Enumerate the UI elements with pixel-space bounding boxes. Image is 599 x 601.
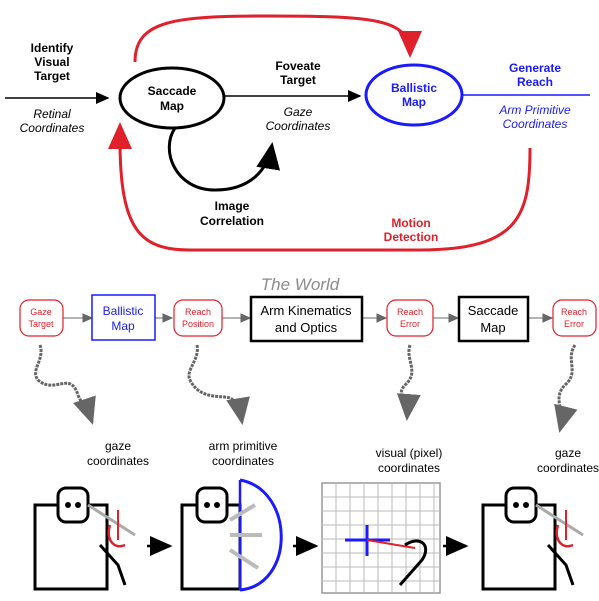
identify-target-line-1: Identify [31,41,74,55]
reach-error-2-label-2: Error [564,319,584,329]
top-flow-diagram [5,14,590,252]
saccade-map-node [118,66,226,130]
saccade-map-box-label-1: Saccade [468,303,519,318]
visual-pixel-coordinates-line-1: visual (pixel) [376,446,443,460]
ballistic-map-box [91,294,156,341]
gaze-target-label-2: Target [28,319,54,329]
gaze-target-label-1: Gaze [30,307,52,317]
image-correlation-line-1: Image [215,199,250,213]
bottom-labels: The World Gaze Target Ballistic Map Reac… [28,275,599,475]
gaze-coordinates-line-2: Coordinates [266,119,331,133]
robot-panel-3-pixel-grid [321,482,441,594]
reach-error-2-label-1: Reach [561,307,587,317]
squiggle-arrow-2 [187,344,250,425]
reach-position-label-1: Reach [185,307,211,317]
retinal-coordinates-line-2: Coordinates [20,121,85,135]
gaze-coordinates-1-line-2: coordinates [87,454,149,468]
squiggle-arrow-4 [554,344,578,433]
robot-panel-2 [180,478,283,592]
saccade-map-box [457,295,530,343]
arm-primitive-coordinates-line-1: Arm Primitive [498,103,571,117]
squiggle-arrow-3 [396,344,421,421]
gaze-coordinates-line-1: Gaze [284,105,313,119]
gaze-coordinates-1-line-1: gaze [105,439,131,453]
reach-error-box-1 [386,299,434,337]
motion-detection-line-1: Motion [391,216,430,230]
squiggle-arrow-1 [34,344,96,425]
saccade-map-box-label-2: Map [480,320,505,335]
red-loop-motion-detection [108,122,532,252]
reach-position-label-2: Position [182,319,214,329]
generate-reach-line-2: Reach [517,75,553,89]
foveate-target-line-2: Target [280,73,316,87]
arm-primitive-coordinates-line-1: arm primitive [209,439,278,453]
the-world-label: The World [261,275,340,294]
motion-detection-line-2: Detection [384,230,439,244]
red-loop-top [133,14,422,63]
ballistic-map-label-2: Map [402,95,426,109]
arm-kinematics-box [249,295,364,343]
top-labels: Identify Visual Target Retinal Coordinat… [20,41,571,244]
robot-panel-4 [481,486,584,591]
saccade-map-label-2: Map [160,99,184,113]
arm-primitive-coordinates-line-2: Coordinates [503,117,568,131]
reach-error-box-2 [552,299,597,337]
reach-error-1-label-1: Reach [397,307,423,317]
identify-target-line-3: Target [34,69,70,83]
robot-panel-1 [33,486,136,591]
reach-error-1-label-2: Error [400,319,420,329]
saccade-map-label-1: Saccade [148,84,197,98]
gaze-coordinates-2-line-2: coordinates [537,461,599,475]
ballistic-map-label-1: Ballistic [391,81,437,95]
gaze-target-box [19,299,64,337]
identify-target-line-2: Visual [34,55,69,69]
arm-kinematics-label-2: and Optics [275,320,338,335]
bottom-pipeline [19,294,597,556]
retinal-coordinates-line-1: Retinal [33,107,71,121]
image-correlation-line-2: Correlation [200,214,264,228]
foveate-target-line-1: Foveate [275,59,321,73]
reach-position-box [173,299,223,337]
arm-primitive-coordinates-line-2: coordinates [212,454,274,468]
ballistic-map-box-label-2: Map [111,319,135,333]
visual-pixel-coordinates-line-2: coordinates [378,461,440,475]
ballistic-map-box-label-1: Ballistic [103,304,144,318]
generate-reach-line-1: Generate [509,61,561,75]
gaze-coordinates-2-line-1: gaze [555,446,581,460]
arm-kinematics-label-1: Arm Kinematics [260,303,352,318]
image-correlation-loop [167,127,281,192]
